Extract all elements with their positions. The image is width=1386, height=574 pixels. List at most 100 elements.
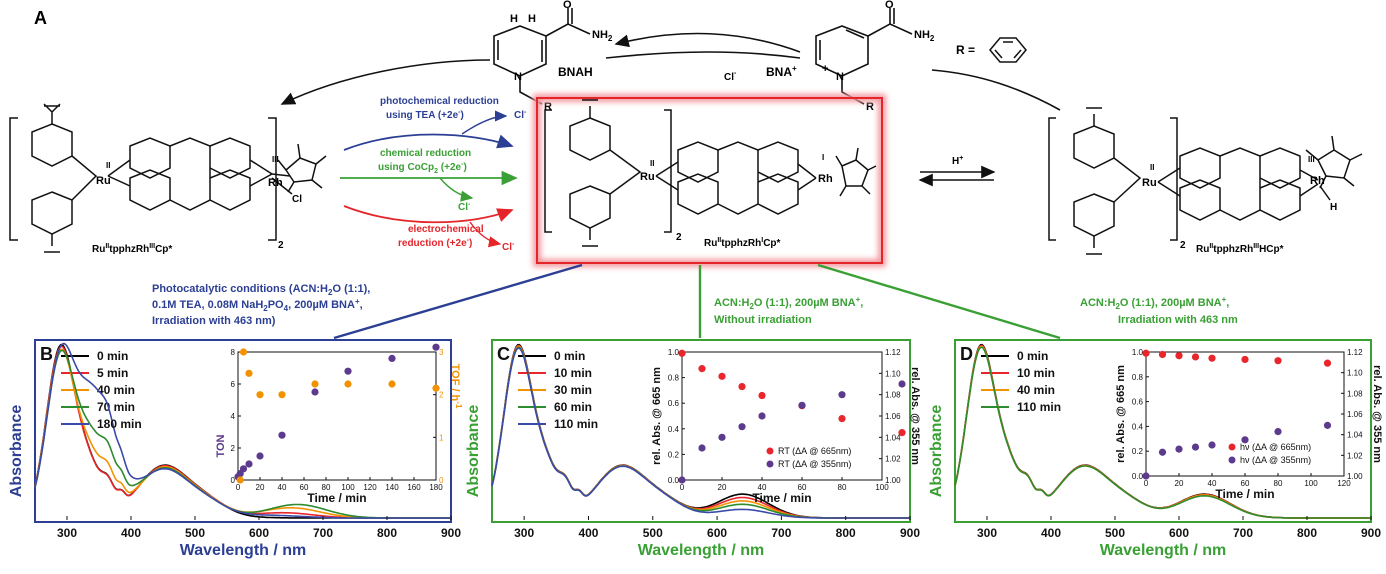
bnah-structure	[493, 8, 591, 105]
tof-point	[432, 384, 440, 392]
cond-b-1: Photocatalytic conditions (ACN:H2O (1:1)…	[152, 283, 370, 297]
bna-regeneration-line	[605, 51, 801, 59]
chemical-cl: Cl-	[458, 201, 471, 213]
spectrum-line	[34, 342, 451, 519]
legend-label: 70 min	[97, 400, 135, 414]
x-tick-label: 400	[578, 526, 598, 540]
legend-label: 5 min	[97, 366, 128, 380]
inset-x-tick-label: 100	[341, 483, 355, 492]
abs665-point	[1323, 359, 1332, 367]
abs355-point	[1142, 472, 1150, 480]
x-tick-label: 500	[643, 526, 663, 540]
inset-x-tick-label: 140	[385, 483, 399, 492]
inset-y-tick-label: 0.8	[668, 374, 680, 383]
abs355-point	[678, 476, 686, 484]
inset-x-tick-label: 20	[256, 483, 265, 492]
bna-n-label: N	[836, 71, 844, 83]
left-ru-ox: II	[106, 161, 110, 170]
connector-to-b	[333, 263, 583, 340]
ton-point	[256, 452, 264, 460]
inset-y2-tick-label: 1.12	[885, 348, 901, 357]
x-tick-label: 400	[121, 526, 141, 540]
inset-y-tick-label: 8	[231, 348, 236, 357]
abs665-point	[1175, 352, 1183, 360]
inset-x-tick-label: 120	[363, 483, 377, 492]
cond-b-3: Irradiation with 463 nm)	[152, 315, 276, 327]
inset-y-tick-label: 0.4	[668, 425, 680, 434]
panel-letter: C	[497, 344, 510, 364]
inset-y2-tick-label: 1.06	[885, 412, 901, 421]
legend-label: 30 min	[554, 383, 592, 397]
cl-minus-top: Cl-	[724, 70, 737, 83]
inset-y-tick-label: 0.4	[1132, 422, 1144, 431]
cond-c-2: Without irradiation	[714, 314, 812, 326]
abs355-point	[1191, 443, 1200, 451]
ton-point	[388, 354, 396, 362]
abs355-point	[838, 391, 846, 399]
tof-point	[344, 380, 352, 388]
legend-label: 0 min	[554, 349, 585, 363]
x-tick-label: 500	[1105, 526, 1125, 540]
left-compound-name: RuIItpphzRhIIICp*	[92, 243, 172, 255]
center-rh-ox: I	[822, 153, 824, 162]
bnah-label: BNAH	[558, 65, 593, 79]
bna-nh2-label: NH2	[914, 29, 935, 43]
cond-d-2: Irradiation with 463 nm	[1118, 314, 1238, 326]
abs355-point	[1158, 448, 1167, 456]
x-tick-label: 700	[313, 526, 333, 540]
spectrum-line	[954, 346, 1371, 519]
ton-point	[432, 343, 440, 351]
left-cl-label: Cl	[292, 194, 302, 205]
electrochemical-label-1: electrochemical	[408, 224, 484, 235]
abs665-point	[1191, 353, 1200, 361]
legend-label: 0 min	[97, 349, 128, 363]
legend-label: 10 min	[554, 366, 592, 380]
spectrum-line	[491, 347, 910, 519]
legend-label: 40 min	[97, 383, 135, 397]
inset-x-tick-label: 100	[875, 483, 889, 492]
bnah-n-label: N	[514, 71, 522, 83]
abs665-point	[698, 365, 706, 373]
bna-o-label: O	[885, 0, 894, 11]
bnah-to-left-arrow	[280, 59, 491, 105]
x-tick-label: 300	[977, 526, 997, 540]
x-axis-label: Wavelength / nm	[1100, 542, 1227, 559]
x-tick-label: 900	[441, 526, 461, 540]
x-tick-label: 600	[1169, 526, 1189, 540]
legend-label: 110 min	[554, 417, 598, 431]
inset-y-axis-label: rel. Abs. @ 665 nm	[651, 367, 663, 465]
inset-y-axis-label: rel. Abs. @ 665 nm	[1115, 365, 1127, 463]
center-bracket-sub: 2	[676, 232, 682, 243]
inset-y2-tick-label: 1.00	[885, 476, 901, 485]
inset-y2-tick-label: 1.08	[885, 391, 901, 400]
center-ru-ox: II	[650, 159, 654, 168]
inset-y-tick-label: 0.2	[1132, 447, 1144, 456]
inset-y2-tick-label: 0	[439, 476, 444, 485]
x-tick-label: 700	[1233, 526, 1253, 540]
inset-x-tick-label: 0	[1144, 479, 1149, 488]
right-rh-label: Rh	[1310, 175, 1325, 187]
bna-to-right-line	[931, 69, 1061, 111]
tof-point	[256, 391, 264, 399]
right-ru-label: Ru	[1142, 177, 1157, 189]
inset-x-tick-label: 160	[407, 483, 421, 492]
y-axis-label: Absorbance	[8, 405, 25, 498]
photochemical-label-1: photochemical reduction	[380, 96, 499, 107]
abs355-point	[1208, 441, 1216, 449]
inset-y2-tick-label: 1	[439, 433, 444, 442]
panel-frame	[491, 339, 911, 523]
inset-frame	[237, 351, 437, 481]
inset-y-tick-label: 1.0	[668, 348, 680, 357]
chemical-label-1: chemical reduction	[380, 148, 471, 159]
abs355-point	[1175, 445, 1183, 453]
panel-frame	[34, 339, 452, 523]
inset-y-tick-label: 0.0	[668, 476, 680, 485]
inset-y2-axis-label: rel. Abs. @ 355 nm	[1371, 365, 1383, 463]
x-axis-label: Wavelength / nm	[638, 542, 765, 559]
inset-y2-tick-label: 1.06	[1347, 410, 1363, 419]
abs355-point	[1323, 421, 1332, 429]
abs665-point	[1208, 354, 1216, 362]
inset-x-axis-label: Time / min	[752, 491, 811, 505]
